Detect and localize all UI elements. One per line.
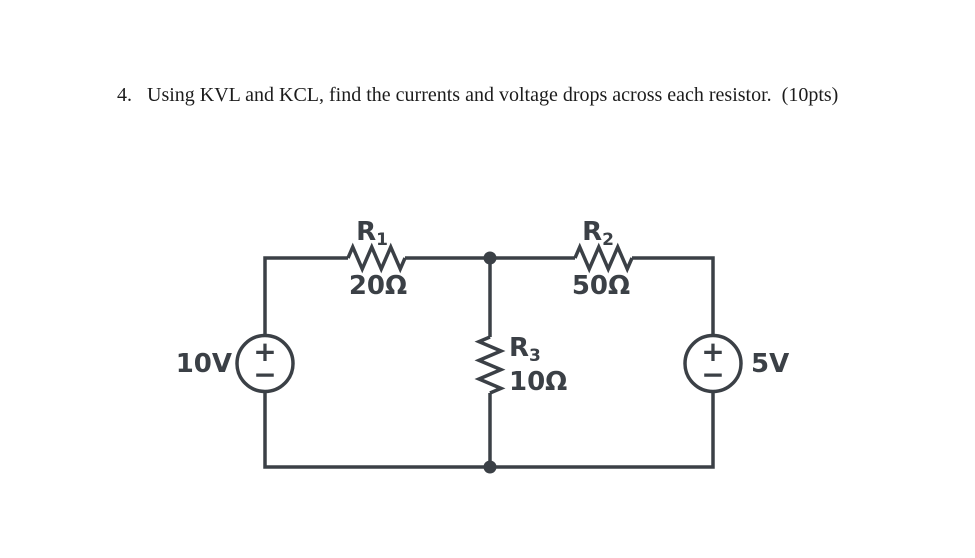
junction-dots — [483, 251, 497, 474]
minus-sign-right: − — [701, 358, 724, 391]
voltage-source-right-circle — [683, 333, 743, 394]
problem-points: (10pts) — [781, 84, 839, 106]
voltage-source-right-label: 5V — [751, 349, 789, 379]
circuit-wires — [235, 242, 743, 469]
voltage-source-left-circle — [235, 333, 295, 394]
resistor-r1-value: 20Ω — [349, 271, 407, 301]
wire-top-right — [632, 256, 715, 336]
problem-title: 4. Using KVL and KCL, find the currents … — [117, 84, 838, 107]
resistor-r3-label: R3 — [509, 333, 541, 366]
resistor-r3-zigzag — [474, 335, 506, 395]
plus-sign-left: + — [253, 335, 276, 368]
resistor-r3-value: 10Ω — [509, 367, 567, 397]
resistor-r2-zigzag — [573, 242, 634, 274]
junction-dot-bottom — [483, 460, 497, 474]
minus-sign-left: − — [253, 358, 276, 391]
circuit-labels: R1 20Ω R2 50Ω R3 10Ω 10V + − 5V + − — [176, 217, 790, 397]
resistor-r1-zigzag — [346, 242, 407, 274]
junction-dot-top — [483, 251, 497, 265]
plus-sign-right: + — [701, 335, 724, 368]
voltage-source-left-label: 10V — [176, 349, 232, 379]
resistor-r2-label: R2 — [582, 217, 614, 250]
resistor-r2-value: 50Ω — [572, 271, 630, 301]
wire-top-left — [263, 256, 348, 336]
resistor-r1-label: R1 — [356, 217, 388, 250]
problem-text: Using KVL and KCL, find the currents and… — [147, 84, 772, 106]
problem-number: 4. — [117, 84, 132, 106]
